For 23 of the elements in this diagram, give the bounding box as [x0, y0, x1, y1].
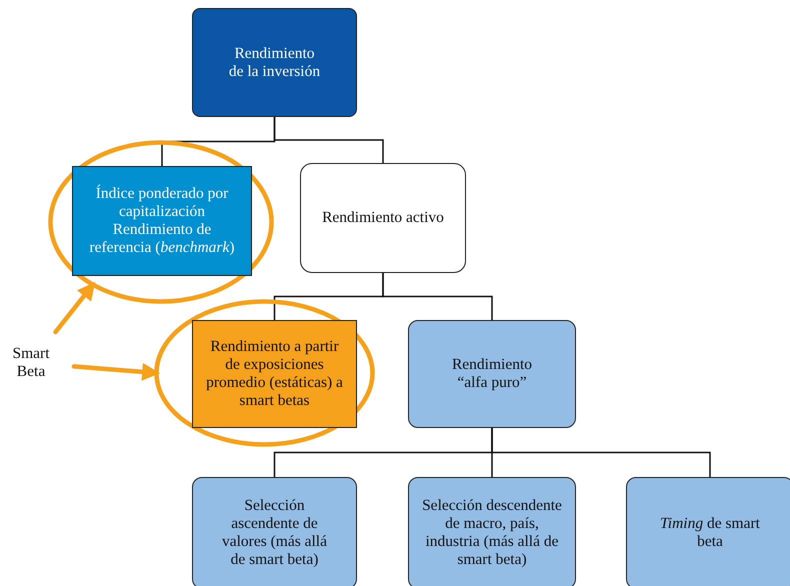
- box-text: Índice ponderado por capitalización: [94, 185, 230, 221]
- arrow: [72, 362, 160, 381]
- box-text: Rendimiento activo: [322, 209, 444, 227]
- box-text: Rendimiento a partir de exposiciones promedio (estáticas) a smart betas: [205, 338, 344, 410]
- process-box: [626, 477, 790, 586]
- box-text: Timing de smart beta: [659, 515, 761, 551]
- process-box: [192, 477, 357, 586]
- process-box: [192, 320, 357, 428]
- box-text: Selección descendente de macro, país, industria (más allá de smart beta): [421, 497, 563, 569]
- box-text: Rendimiento “alfa puro”: [450, 356, 534, 392]
- process-box: [408, 477, 576, 586]
- connector-line: [382, 272, 493, 321]
- process-box: [192, 8, 357, 117]
- annotation-text: Smart Beta: [11, 345, 51, 381]
- box-text: Selección ascendente de valores (más allá de smart beta): [220, 497, 328, 569]
- connector-line: [491, 427, 711, 478]
- box-text: Rendimiento de la inversión: [228, 44, 322, 80]
- process-box: [300, 163, 466, 273]
- box-text: Rendimiento de referencia (benchmark): [88, 221, 236, 257]
- arrow: [53, 282, 96, 334]
- process-box: [72, 166, 252, 276]
- process-box: [408, 320, 576, 428]
- connector-line: [274, 116, 384, 164]
